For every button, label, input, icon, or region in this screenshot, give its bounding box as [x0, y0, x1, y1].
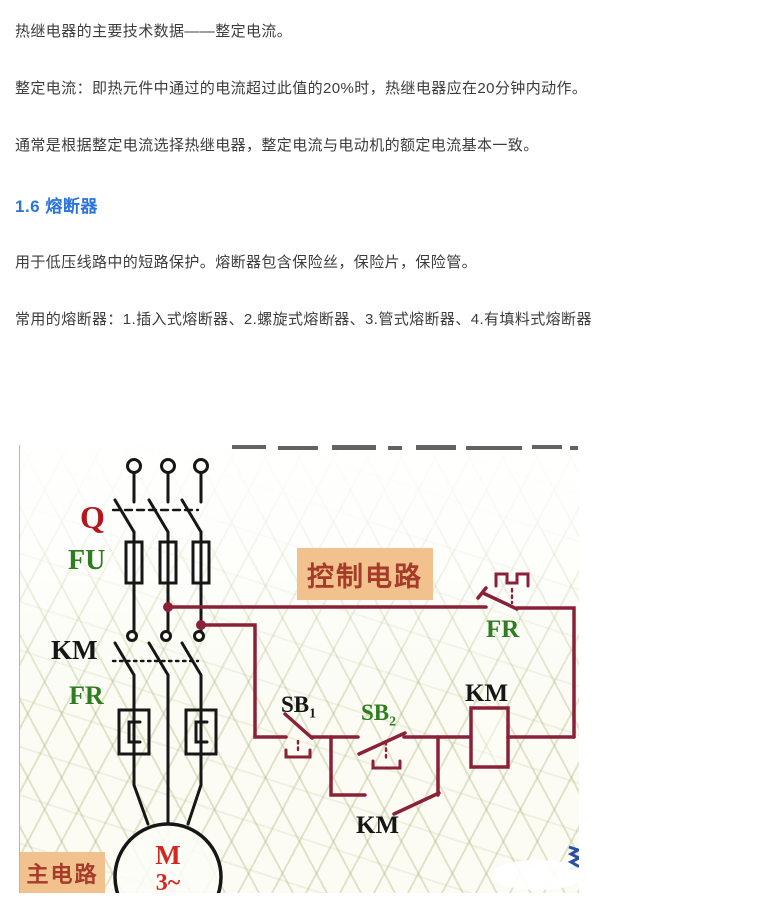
paragraph-relay-data: 热继电器的主要技术数据——整定电流。	[15, 23, 293, 40]
fuse-symbol	[124, 540, 211, 585]
label-km-main: KM	[51, 635, 98, 665]
label-sb2: SB2	[361, 700, 397, 729]
label-fr-main: FR	[69, 681, 104, 710]
paragraph-selection: 通常是根据整定电流选择热继电器，整定电流与电动机的额定电流基本一致。	[15, 137, 539, 154]
sb2-start-button-symbol	[357, 731, 407, 770]
cropped-title-remnant	[232, 445, 578, 450]
motor-symbol	[113, 822, 223, 893]
watermark-remnant	[492, 845, 579, 890]
sb1-stop-button-symbol	[283, 712, 314, 759]
control-circuit-tag: 控制电路	[297, 548, 433, 600]
circuit-diagram-image: Q FU KM FR 控制电路 FR SB1 SB2 KM KM 主电路 M 3…	[19, 445, 579, 893]
label-motor-m: M	[155, 840, 181, 870]
label-fu-fuse: FU	[68, 545, 106, 576]
label-fr-control: FR	[486, 616, 520, 643]
km-coil-symbol	[469, 706, 510, 769]
control-circuit-lines	[163, 572, 576, 816]
fr-heater-symbol	[117, 708, 218, 756]
q-switch-symbol	[113, 498, 203, 534]
label-km-aux: KM	[356, 812, 400, 839]
label-motor-phase: 3~	[155, 870, 181, 893]
main-circuit-tag: 主电路	[20, 852, 105, 893]
main-circuit-lines	[111, 458, 223, 893]
fr-contact-symbol	[476, 572, 530, 611]
circuit-svg	[111, 445, 579, 893]
km-main-contact-symbol	[113, 630, 205, 677]
section-heading-fuse: 1.6 熔断器	[15, 197, 98, 216]
paragraph-fuse-types: 常用的熔断器：1.插入式熔断器、2.螺旋式熔断器、3.管式熔断器、4.有填料式熔…	[15, 311, 592, 328]
label-sb1: SB1	[281, 692, 317, 721]
paragraph-setting-current: 整定电流：即热元件中通过的电流超过此值的20%时，热继电器应在20分钟内动作。	[15, 80, 588, 97]
paragraph-fuse-usage: 用于低压线路中的短路保护。熔断器包含保险丝，保险片，保险管。	[15, 254, 478, 271]
label-q-switch: Q	[80, 499, 105, 535]
km-aux-contact-symbol	[329, 735, 441, 816]
label-km-coil: KM	[465, 680, 509, 707]
